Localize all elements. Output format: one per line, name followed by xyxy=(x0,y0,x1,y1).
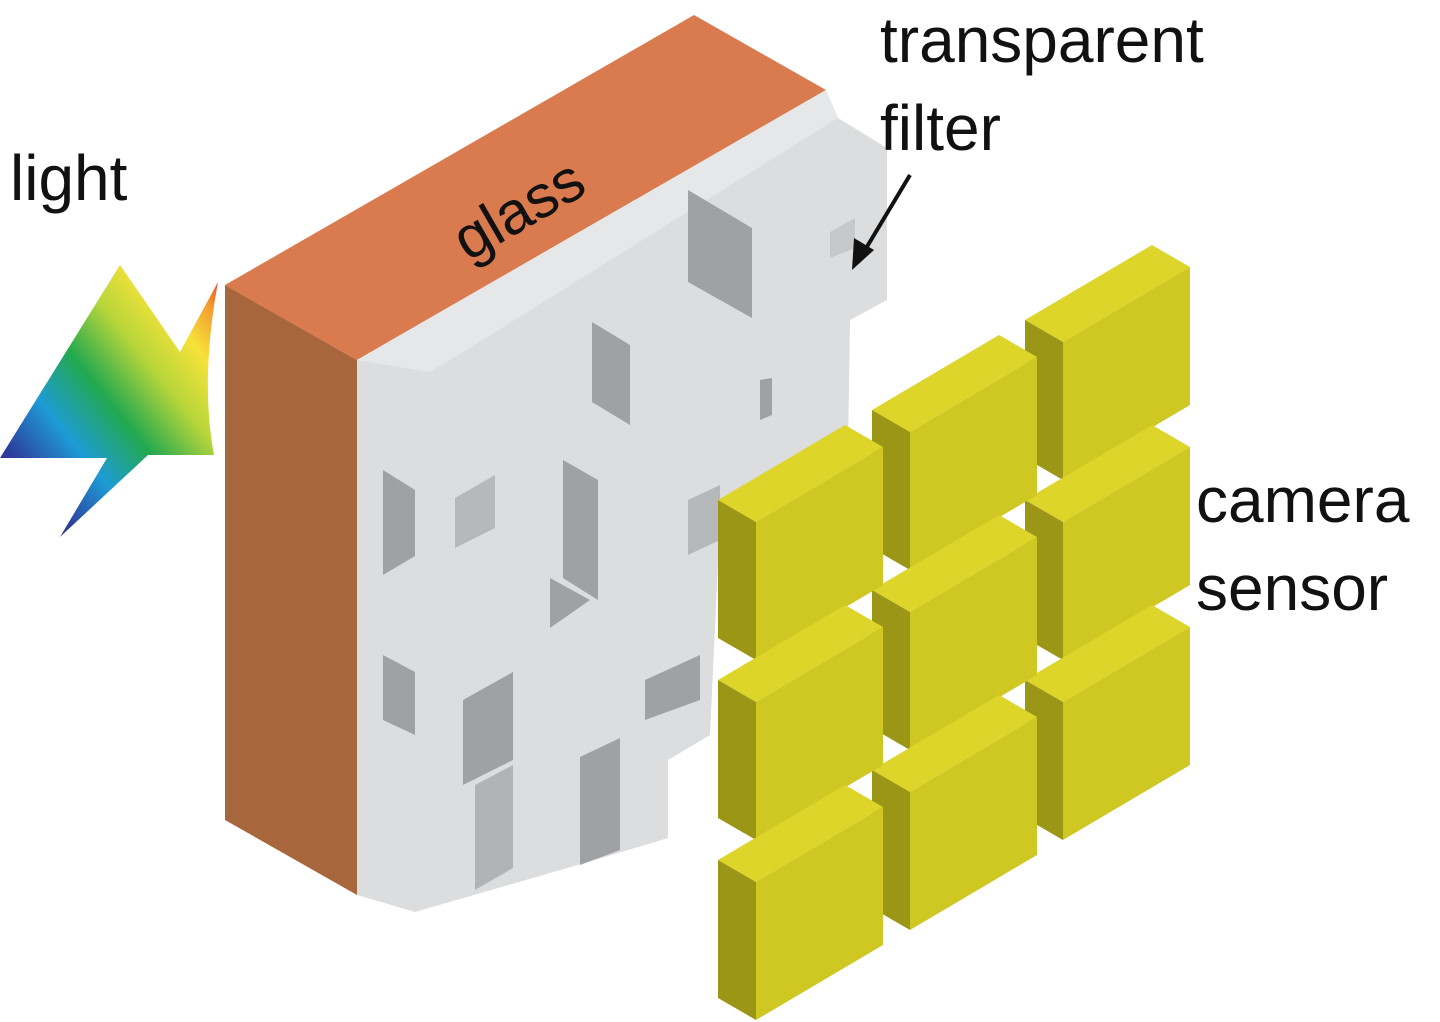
filter-top-face xyxy=(357,90,838,372)
filter-shade xyxy=(475,765,513,890)
camera-sensor xyxy=(718,245,1190,1020)
filter-shade xyxy=(830,218,855,258)
filter-shade xyxy=(463,672,513,785)
filter-shade xyxy=(563,460,598,600)
glass-top xyxy=(225,15,826,360)
sensor-cube xyxy=(718,785,883,1020)
filter-shade xyxy=(645,655,700,720)
sensor-cube xyxy=(718,605,883,840)
camera-label-line2: sensor xyxy=(1196,552,1388,624)
arrow-icon xyxy=(852,173,912,270)
rainbow-light-arrow-icon xyxy=(0,265,218,537)
transparent-filter xyxy=(357,90,887,912)
camera-label-line1: camera xyxy=(1196,464,1410,536)
filter-shade xyxy=(550,578,590,628)
glass-slab xyxy=(225,15,826,895)
filter-shade xyxy=(580,738,620,865)
sensor-cube xyxy=(718,425,883,660)
filter-shade xyxy=(455,475,495,548)
filter-shade xyxy=(688,190,752,318)
filter-label-line2: filter xyxy=(880,92,1001,164)
filter-shade xyxy=(688,485,720,555)
filter-shade xyxy=(383,655,415,735)
glass-side xyxy=(225,285,357,895)
filter-label-line1: transparent xyxy=(880,4,1204,76)
light-label: light xyxy=(10,142,128,214)
filter-shade xyxy=(592,322,630,425)
filter-shade xyxy=(383,470,415,575)
filter-shade xyxy=(760,378,772,420)
